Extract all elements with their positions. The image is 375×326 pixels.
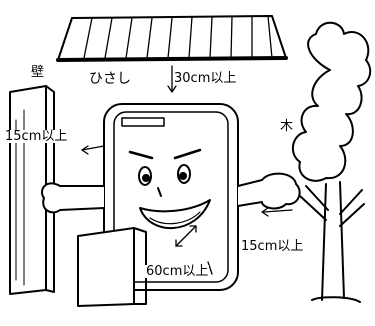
left-clearance-label: 15cm以上 [4, 129, 69, 144]
appliance [103, 103, 239, 291]
tree [291, 21, 372, 303]
eaves [56, 15, 288, 62]
tree-label: 木 [280, 119, 294, 134]
right-clearance-label: 15cm以上 [240, 239, 305, 254]
front-clearance-label: 60cm以上 [145, 264, 210, 279]
eaves-label: ひさし [88, 71, 132, 87]
clearance-arrows [81, 65, 293, 275]
wall-label: 壁 [30, 65, 46, 80]
top-clearance-label: 30cm以上 [173, 71, 238, 86]
arms [41, 172, 301, 214]
